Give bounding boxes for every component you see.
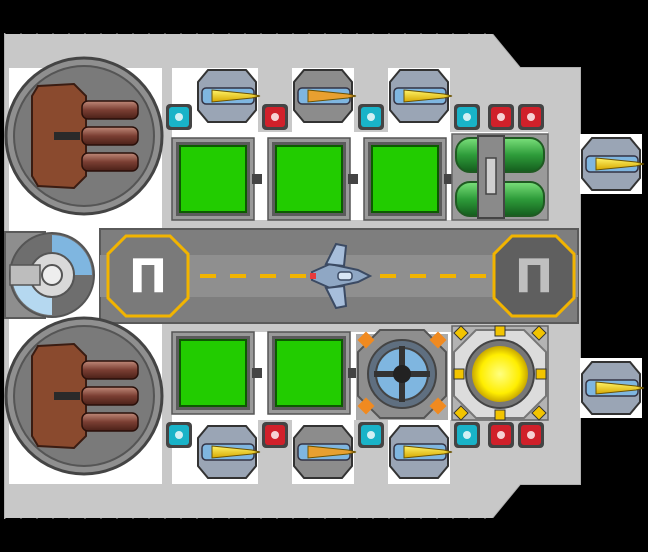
cargo-crate-icon[interactable] [171,331,262,415]
landing-pad-glyph: Π [515,249,554,303]
landing-pad-right[interactable]: Π [492,234,576,318]
laser-turret-icon[interactable] [389,69,453,123]
cargo-crate-icon[interactable] [171,137,262,221]
laser-turret-icon[interactable] [581,137,645,191]
cannon-battery-icon[interactable] [4,316,164,476]
cannon-battery-icon[interactable] [4,56,164,216]
radar-dome-icon[interactable] [4,231,95,319]
cargo-crate-icon[interactable] [267,331,358,415]
laser-turret-icon[interactable] [197,425,261,479]
power-node-icon[interactable] [262,422,288,448]
gyro-icon[interactable] [356,329,448,420]
laser-turret-icon[interactable] [389,425,453,479]
power-node-icon[interactable] [166,104,192,130]
power-node-icon[interactable] [358,104,384,130]
fighter-ship-icon[interactable] [310,242,373,310]
laser-turret-icon[interactable] [293,425,357,479]
power-node-icon[interactable] [454,104,480,130]
power-node-icon[interactable] [262,104,288,130]
reactor-icon[interactable] [451,325,549,421]
cargo-crate-icon[interactable] [267,137,358,221]
landing-pad-glyph: Π [129,249,168,303]
laser-turret-icon[interactable] [197,69,261,123]
fuel-tank-icon[interactable] [451,133,549,221]
power-node-icon[interactable] [358,422,384,448]
power-node-icon[interactable] [454,422,480,448]
landing-pad-left[interactable]: Π [106,234,190,318]
power-node-icon[interactable] [488,422,514,448]
laser-turret-icon[interactable] [581,361,645,415]
power-node-icon[interactable] [488,104,514,130]
power-node-icon[interactable] [166,422,192,448]
cargo-crate-icon[interactable] [363,137,454,221]
power-node-icon[interactable] [518,104,544,130]
laser-turret-icon[interactable] [293,69,357,123]
power-node-icon[interactable] [518,422,544,448]
